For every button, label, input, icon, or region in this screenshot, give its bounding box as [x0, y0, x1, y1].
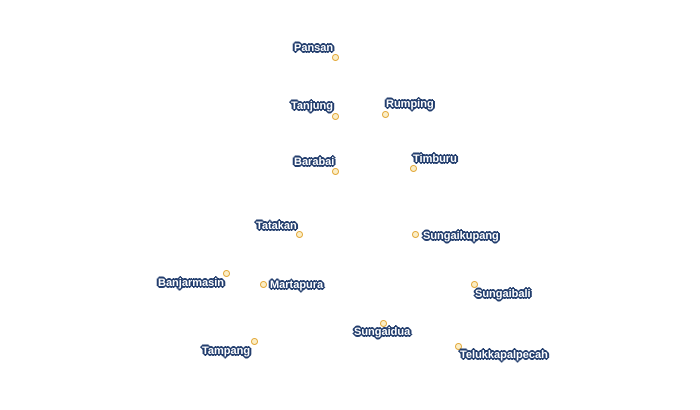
place-label: Barabai [294, 156, 335, 168]
place-label: Timburu [413, 153, 457, 165]
place-marker-icon[interactable] [380, 320, 387, 327]
place-label: Tanjung [291, 100, 333, 112]
place-marker-icon[interactable] [251, 338, 258, 345]
place-marker-icon[interactable] [332, 113, 339, 120]
place-label: Pansan [294, 42, 334, 54]
place-label: Rumping [386, 98, 434, 110]
place-label: Sungaibali [475, 288, 531, 300]
place-marker-icon[interactable] [332, 168, 339, 175]
place-label: Sungaidua [354, 326, 411, 338]
place-marker-icon[interactable] [332, 54, 339, 61]
place-marker-icon[interactable] [471, 281, 478, 288]
place-label: Telukkapalpecah [460, 349, 548, 361]
place-label: Martapura [270, 279, 324, 291]
place-marker-icon[interactable] [296, 231, 303, 238]
place-marker-icon[interactable] [410, 165, 417, 172]
place-marker-icon[interactable] [412, 231, 419, 238]
place-label: Banjarmasin [158, 277, 225, 289]
place-marker-icon[interactable] [260, 281, 267, 288]
place-label: Sungaikupang [423, 230, 499, 242]
place-label: Tatakan [256, 220, 297, 232]
place-marker-icon[interactable] [223, 270, 230, 277]
place-marker-icon[interactable] [455, 343, 462, 350]
place-marker-icon[interactable] [382, 111, 389, 118]
place-label: Tampang [202, 345, 251, 357]
